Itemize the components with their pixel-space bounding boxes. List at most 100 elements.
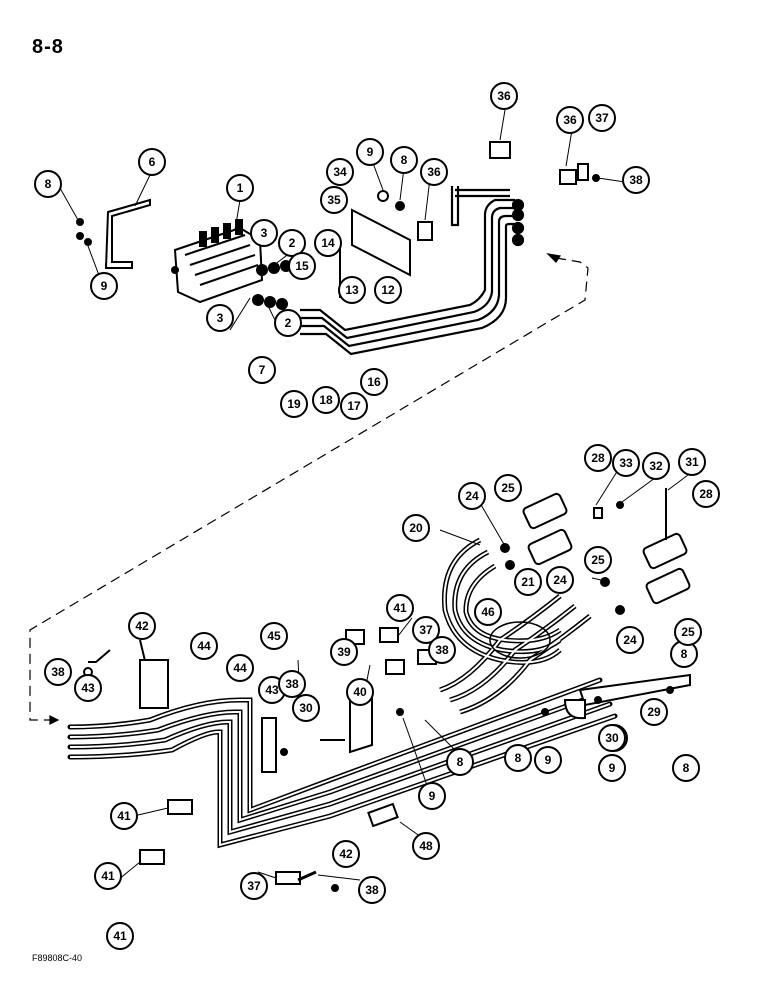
callout-circle [206, 304, 234, 332]
callout-circle [274, 309, 302, 337]
callout-number: 8 [45, 177, 52, 191]
callout-circle [428, 636, 456, 664]
callout-number: 3 [261, 226, 268, 240]
callout-number: 46 [481, 605, 495, 619]
page-number: 8-8 [32, 36, 64, 58]
callout-number: 9 [367, 145, 374, 159]
callout-circle [248, 356, 276, 384]
callout-circle [584, 546, 612, 574]
callout-circle [692, 480, 720, 508]
callout-circle [94, 862, 122, 890]
callout-number: 9 [545, 753, 552, 767]
callout-number: 25 [591, 553, 605, 567]
callout-circle [340, 392, 368, 420]
callout-number: 18 [319, 393, 333, 407]
callout-number: 35 [327, 193, 341, 207]
callout-circle [418, 782, 446, 810]
callout-number: 17 [347, 399, 361, 413]
callout-circle [588, 104, 616, 132]
callout-number: 48 [419, 839, 433, 853]
callout-number: 33 [619, 456, 633, 470]
callout-circle [346, 678, 374, 706]
callout-circle [584, 444, 612, 472]
callout-circle [412, 616, 440, 644]
callout-circle [326, 158, 354, 186]
callout-number: 43 [81, 681, 95, 695]
callout-number: 9 [609, 761, 616, 775]
callout-number: 3 [217, 311, 224, 325]
callout-circle [190, 632, 218, 660]
callout-number: 25 [681, 625, 695, 639]
callout-circle [292, 694, 320, 722]
callout-number: 16 [367, 375, 381, 389]
callout-circle [320, 186, 348, 214]
callout-circle [250, 219, 278, 247]
callout-number: 20 [409, 521, 423, 535]
callout-number: 41 [101, 869, 115, 883]
callout-circle [622, 166, 650, 194]
callout-number: 38 [629, 173, 643, 187]
callout-circle [514, 568, 542, 596]
callout-number: 13 [345, 283, 359, 297]
callout-number: 2 [289, 236, 296, 250]
callout-number: 45 [267, 629, 281, 643]
callout-number: 32 [649, 459, 663, 473]
callout-circle [598, 754, 626, 782]
callout-number: 24 [465, 489, 479, 503]
callout-circle [412, 832, 440, 860]
callout-circle [386, 594, 414, 622]
callout-number: 8 [681, 647, 688, 661]
callout-circle [312, 386, 340, 414]
callout-circle [534, 746, 562, 774]
callout-circle [674, 618, 702, 646]
callout-circle [420, 158, 448, 186]
callout-number: 43 [265, 683, 279, 697]
callout-number: 41 [117, 809, 131, 823]
control-valve-assembly [76, 198, 292, 310]
callout-number: 40 [353, 685, 367, 699]
callout-number: 19 [287, 397, 301, 411]
callout-number: 38 [365, 883, 379, 897]
callout-number: 41 [393, 601, 407, 615]
callout-circle [598, 724, 626, 752]
callout-circle [240, 872, 268, 900]
callout-number: 8 [457, 755, 464, 769]
callout-number: 24 [553, 573, 567, 587]
upper-tube-bundle [300, 186, 525, 356]
callout-number: 15 [295, 259, 309, 273]
callout-number: 39 [337, 645, 351, 659]
callout-number: 1 [237, 181, 244, 195]
callout-number: 37 [247, 879, 261, 893]
callout-circle [226, 174, 254, 202]
callout-circle [288, 252, 316, 280]
callout-circle [612, 449, 640, 477]
callout-circle [90, 272, 118, 300]
callout-circle [278, 670, 306, 698]
quick-couplers [500, 488, 691, 615]
callout-number: 36 [563, 113, 577, 127]
lower-hose-bundle-inner [69, 679, 616, 847]
callout-circle [280, 390, 308, 418]
callout-number: 8 [683, 761, 690, 775]
callout-circle [106, 922, 134, 950]
callout-circle [490, 82, 518, 110]
callout-circle [672, 754, 700, 782]
callout-circle [260, 622, 288, 650]
callout-circle [640, 698, 668, 726]
hose-band [489, 621, 551, 659]
callout-circle [390, 146, 418, 174]
callout-number: 42 [339, 847, 353, 861]
callout-circle [138, 148, 166, 176]
callout-number: 30 [299, 701, 313, 715]
callout-number: 14 [321, 236, 335, 250]
callout-circle [374, 276, 402, 304]
callout-number: 12 [381, 283, 395, 297]
routing-arrow [29, 253, 589, 725]
callout-circle [226, 654, 254, 682]
callout-number: 37 [419, 623, 433, 637]
callout-number: 28 [699, 487, 713, 501]
callout-circle [494, 474, 522, 502]
callout-circle [110, 802, 138, 830]
callout-circle [74, 674, 102, 702]
